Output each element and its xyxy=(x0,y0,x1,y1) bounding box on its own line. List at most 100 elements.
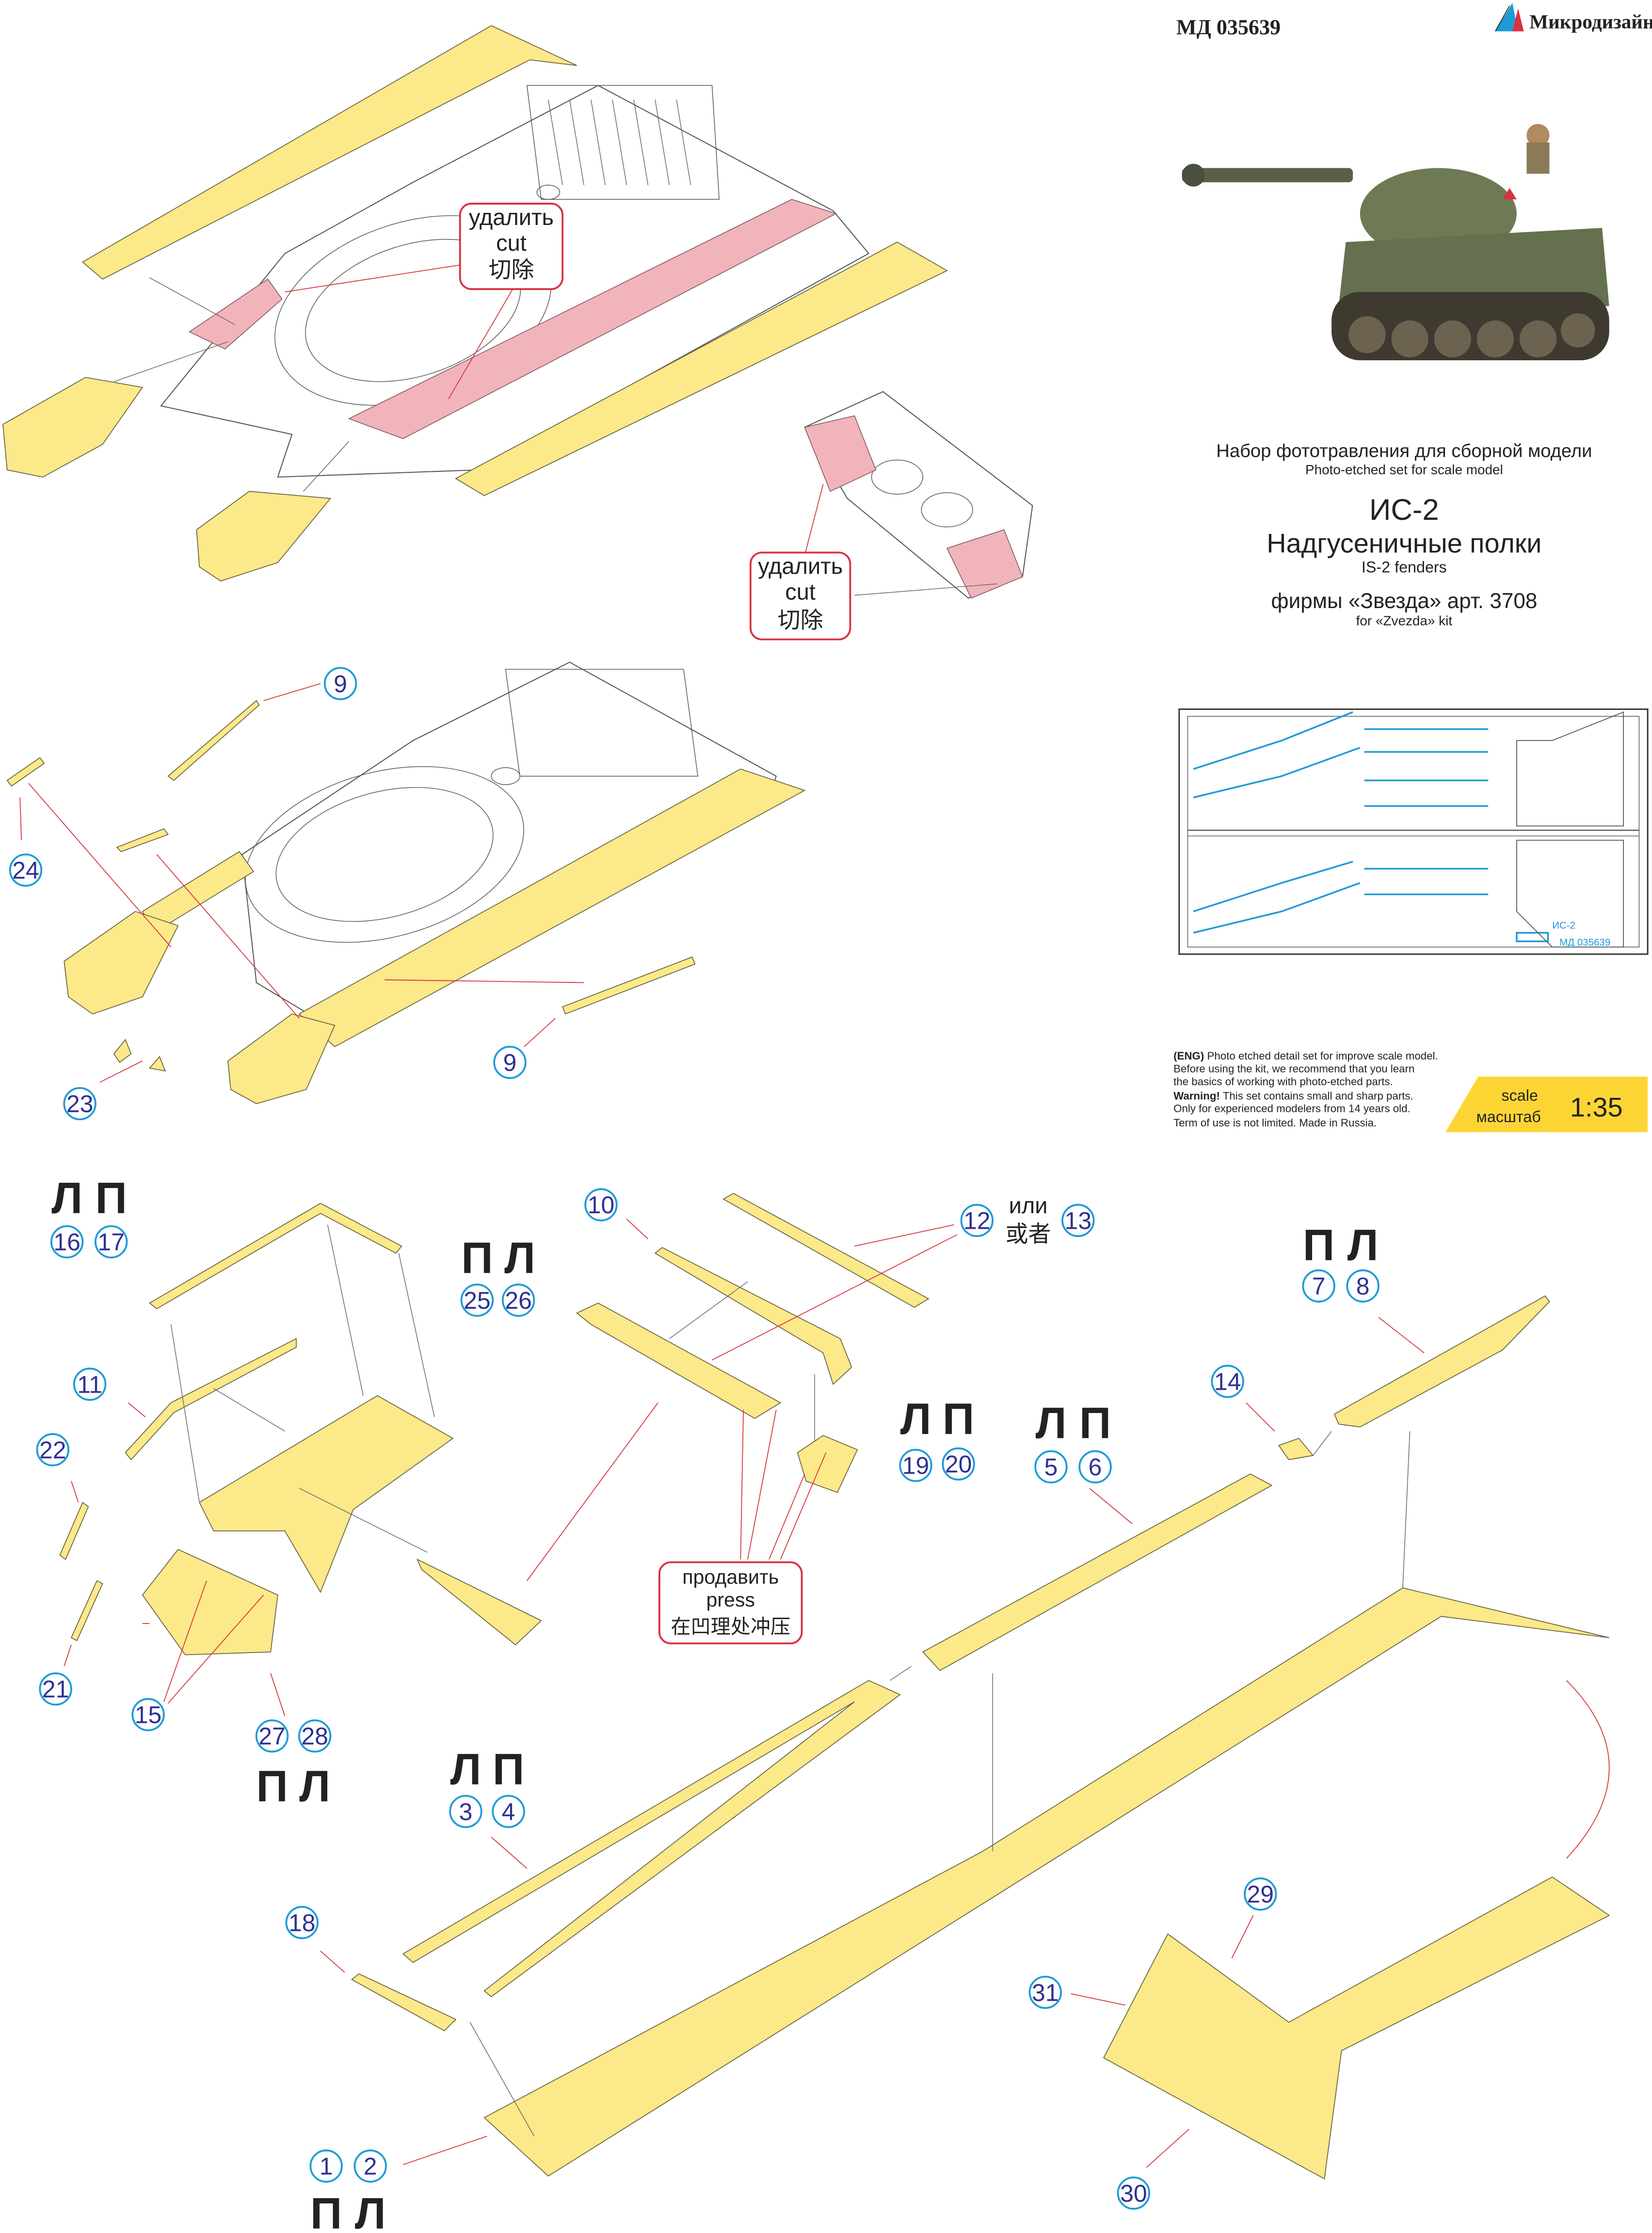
part-11 xyxy=(125,1338,297,1461)
svg-text:14: 14 xyxy=(1214,1368,1241,1395)
part-25-26-lip xyxy=(416,1558,542,1646)
or-ru: или xyxy=(1009,1192,1048,1218)
cut-ru: удалить xyxy=(758,553,843,579)
notice-line: Photo etched detail set for improve scal… xyxy=(1204,1050,1438,1062)
part-label-26: 26 xyxy=(501,1284,535,1317)
svg-text:5: 5 xyxy=(1044,1454,1058,1481)
part-5-6 xyxy=(922,1473,1273,1671)
cut-area xyxy=(804,415,877,492)
fret-model: ИС-2 xyxy=(1552,920,1575,931)
part-23 xyxy=(148,1056,166,1072)
scale-value: 1:35 xyxy=(1570,1092,1623,1123)
set-title-ru: Набор фототравления для сборной модели xyxy=(1216,441,1592,462)
press-en: press xyxy=(706,1589,755,1611)
svg-text:8: 8 xyxy=(1356,1273,1370,1300)
part-label-23: 23 xyxy=(63,1087,96,1121)
cut-zh: 切除 xyxy=(488,257,534,283)
part-label-10: 10 xyxy=(584,1188,618,1221)
svg-text:25: 25 xyxy=(464,1287,491,1314)
svg-text:29: 29 xyxy=(1247,1881,1274,1908)
part-label-31: 31 xyxy=(1028,1976,1062,2009)
part-24 xyxy=(116,828,169,852)
scale-label-ru: масштаб xyxy=(1476,1108,1541,1125)
svg-text:13: 13 xyxy=(1065,1207,1092,1235)
front-fender xyxy=(227,1013,336,1105)
front-fender xyxy=(2,377,144,478)
part-19-20 xyxy=(797,1435,858,1493)
part-16-17 xyxy=(148,1203,402,1310)
svg-text:9: 9 xyxy=(334,670,347,697)
part-14 xyxy=(1278,1438,1314,1461)
press-zh: 在凹理处冲压 xyxy=(671,1616,790,1638)
svg-text:21: 21 xyxy=(42,1676,69,1703)
part-label-24: 24 xyxy=(9,853,43,887)
part-label-3: 3 xyxy=(449,1795,482,1828)
svg-text:12: 12 xyxy=(963,1207,991,1235)
part-label-4: 4 xyxy=(492,1795,525,1828)
cut-callout: удалить cut 切除 xyxy=(459,203,564,290)
svg-text:22: 22 xyxy=(39,1436,66,1463)
svg-text:9: 9 xyxy=(503,1049,517,1076)
diagram-fender-assembly xyxy=(59,1193,1610,2180)
product-name-en: IS-2 fenders xyxy=(1362,559,1447,576)
side-left: Л xyxy=(299,1762,330,1811)
cut-area xyxy=(188,278,283,350)
svg-text:17: 17 xyxy=(97,1229,125,1256)
part-9 xyxy=(167,700,260,781)
part-label-16: 16 xyxy=(50,1225,84,1259)
svg-text:7: 7 xyxy=(1312,1273,1326,1300)
or-zh: 或者 xyxy=(1006,1221,1051,1247)
part-label-2: 2 xyxy=(353,2149,387,2183)
svg-text:4: 4 xyxy=(502,1798,515,1825)
svg-text:23: 23 xyxy=(66,1091,94,1118)
part-12-13 xyxy=(722,1193,930,1308)
article-number: МД 035639 xyxy=(1176,15,1281,39)
cut-en: cut xyxy=(785,578,816,604)
side-right: П xyxy=(1303,1221,1334,1270)
part-label-12: 12 xyxy=(960,1204,994,1237)
part-7-8 xyxy=(1333,1295,1550,1428)
part-3-4 xyxy=(402,1680,901,1997)
cut-ru: удалить xyxy=(469,204,554,230)
set-title-en: Photo-etched set for scale model xyxy=(1305,462,1503,477)
notice-line: Before using the kit, we recommend that … xyxy=(1173,1062,1414,1075)
part-label-21: 21 xyxy=(39,1672,72,1706)
product-name-ru: Надгусеничные полки xyxy=(1267,528,1541,559)
part-label-11: 11 xyxy=(73,1367,107,1401)
part-label-19: 19 xyxy=(899,1448,932,1482)
part-25-26 xyxy=(199,1395,454,1593)
svg-text:26: 26 xyxy=(505,1287,532,1314)
part-15 xyxy=(142,1549,278,1655)
cut-zh: 切除 xyxy=(778,607,823,633)
press-ru: продавить xyxy=(682,1566,779,1588)
part-label-20: 20 xyxy=(942,1447,975,1481)
part-label-15: 15 xyxy=(131,1698,165,1732)
svg-text:15: 15 xyxy=(135,1702,162,1729)
model-name: ИС-2 xyxy=(1369,493,1439,527)
eng-tag: (ENG) xyxy=(1173,1050,1204,1062)
part-21 xyxy=(70,1580,103,1641)
notice-line: the basics of working with photo-etched … xyxy=(1173,1076,1393,1088)
side-right: П xyxy=(95,1174,127,1223)
svg-text:6: 6 xyxy=(1089,1454,1102,1481)
side-left: Л xyxy=(900,1395,931,1444)
svg-text:30: 30 xyxy=(1120,2180,1147,2207)
cut-area xyxy=(946,529,1023,599)
svg-text:3: 3 xyxy=(459,1798,473,1825)
part-label-28: 28 xyxy=(298,1719,332,1753)
part-label-29: 29 xyxy=(1244,1877,1277,1911)
svg-text:10: 10 xyxy=(588,1191,615,1219)
part-label-1: 1 xyxy=(309,2149,343,2183)
diagram-hull-middle xyxy=(6,661,806,1105)
brand-name: Микродизайн xyxy=(1529,11,1652,33)
side-left: Л xyxy=(504,1234,535,1283)
part-label-30: 30 xyxy=(1117,2176,1151,2210)
kit-ru: фирмы «Звезда» арт. 3708 xyxy=(1271,589,1537,613)
part-label-8: 8 xyxy=(1346,1269,1379,1303)
svg-text:28: 28 xyxy=(301,1723,328,1750)
side-right: П xyxy=(493,1745,524,1794)
part-10 xyxy=(576,1302,782,1419)
svg-text:19: 19 xyxy=(902,1452,930,1479)
notice-line: Term of use is not limited. Made in Russ… xyxy=(1173,1117,1377,1129)
part-label-25: 25 xyxy=(460,1284,494,1317)
